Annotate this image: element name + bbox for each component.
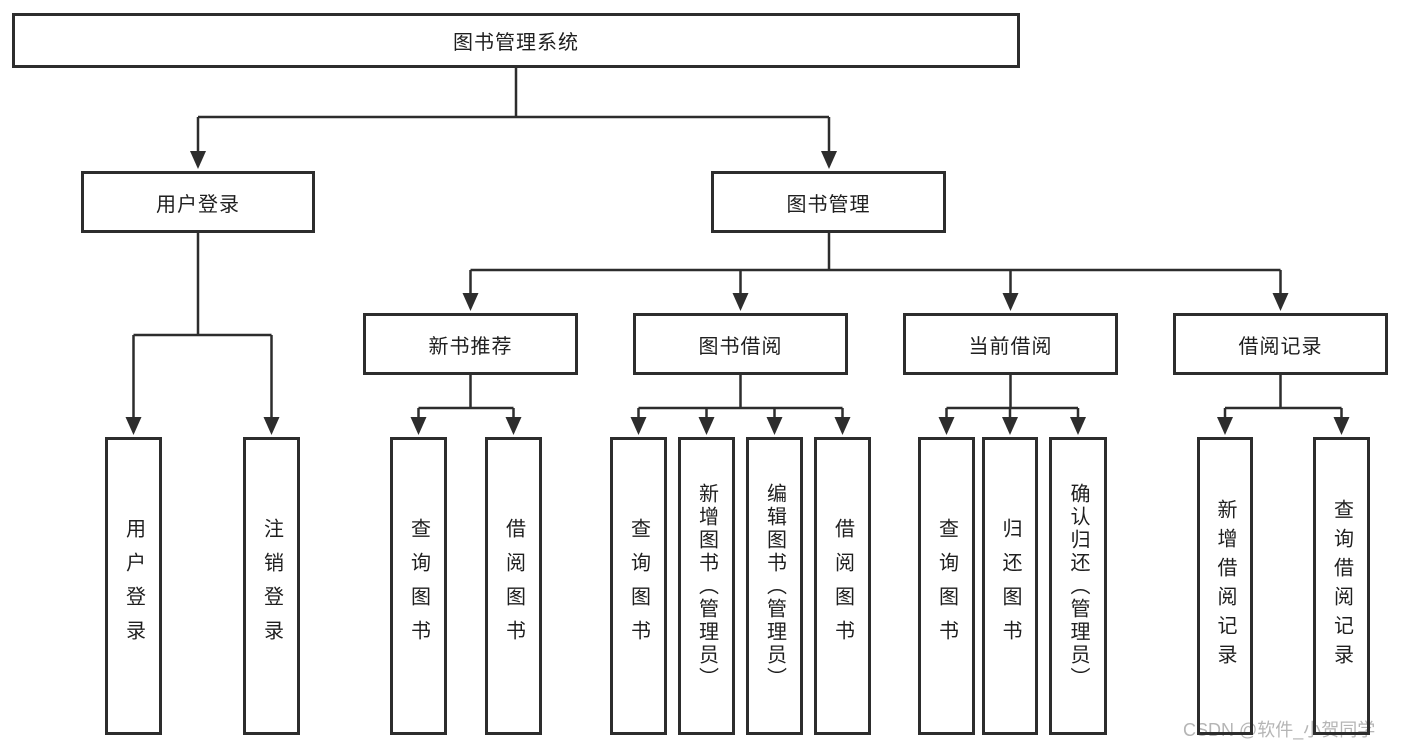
section-label: 当前借阅 <box>968 335 1053 358</box>
csdn-watermark: CSDN @软件_小贺同学 <box>1183 720 1376 740</box>
node-new-book-recommend: 新书推荐 <box>363 313 578 375</box>
section-label: 新书推荐 <box>428 335 513 358</box>
leaf-label: 查询图书 <box>935 518 958 654</box>
leaf-label: 确认归还（管理员） <box>1067 482 1089 690</box>
section-label: 借阅记录 <box>1238 335 1323 358</box>
leaf-add-books-admin: 新增图书（管理员） <box>678 437 735 735</box>
node-user-login-label: 用户登录 <box>156 193 240 216</box>
leaf-add-borrow-record: 新增借阅记录 <box>1197 437 1253 735</box>
leaf-label: 新增图书（管理员） <box>695 482 718 690</box>
leaf-query-books-2: 查询图书 <box>610 437 667 735</box>
node-book-management-label: 图书管理 <box>786 193 871 216</box>
node-root-system: 图书管理系统 <box>12 13 1020 68</box>
node-book-borrow: 图书借阅 <box>633 313 848 375</box>
leaf-label: 编辑图书（管理员） <box>763 482 786 690</box>
leaf-borrow-books-2: 借阅图书 <box>814 437 871 735</box>
leaf-label: 用户登录 <box>122 518 145 654</box>
leaf-return-books: 归还图书 <box>982 437 1038 735</box>
leaf-query-borrow-record: 查询借阅记录 <box>1313 437 1370 735</box>
node-user-login: 用户登录 <box>81 171 315 233</box>
leaf-label: 查询图书 <box>407 518 430 654</box>
node-current-borrow: 当前借阅 <box>903 313 1118 375</box>
section-label: 图书借阅 <box>698 335 783 358</box>
leaf-label: 归还图书 <box>999 518 1021 654</box>
leaf-label: 查询借阅记录 <box>1330 499 1353 673</box>
leaf-confirm-return-admin: 确认归还（管理员） <box>1049 437 1107 735</box>
leaf-query-books-3: 查询图书 <box>918 437 975 735</box>
leaf-label: 查询图书 <box>627 518 650 654</box>
leaf-label: 借阅图书 <box>502 518 525 654</box>
leaf-borrow-books-1: 借阅图书 <box>485 437 542 735</box>
arrowhead-icons <box>125 151 1350 435</box>
leaf-user-login: 用户登录 <box>105 437 162 735</box>
node-borrow-records: 借阅记录 <box>1173 313 1388 375</box>
leaf-label: 借阅图书 <box>831 518 854 654</box>
node-root-label: 图书管理系统 <box>453 32 579 54</box>
leaf-label: 新增借阅记录 <box>1214 499 1236 673</box>
leaf-label: 注销登录 <box>260 518 283 654</box>
leaf-query-books-1: 查询图书 <box>390 437 447 735</box>
leaf-edit-books-admin: 编辑图书（管理员） <box>746 437 803 735</box>
node-book-management: 图书管理 <box>711 171 946 233</box>
leaf-logout: 注销登录 <box>243 437 300 735</box>
